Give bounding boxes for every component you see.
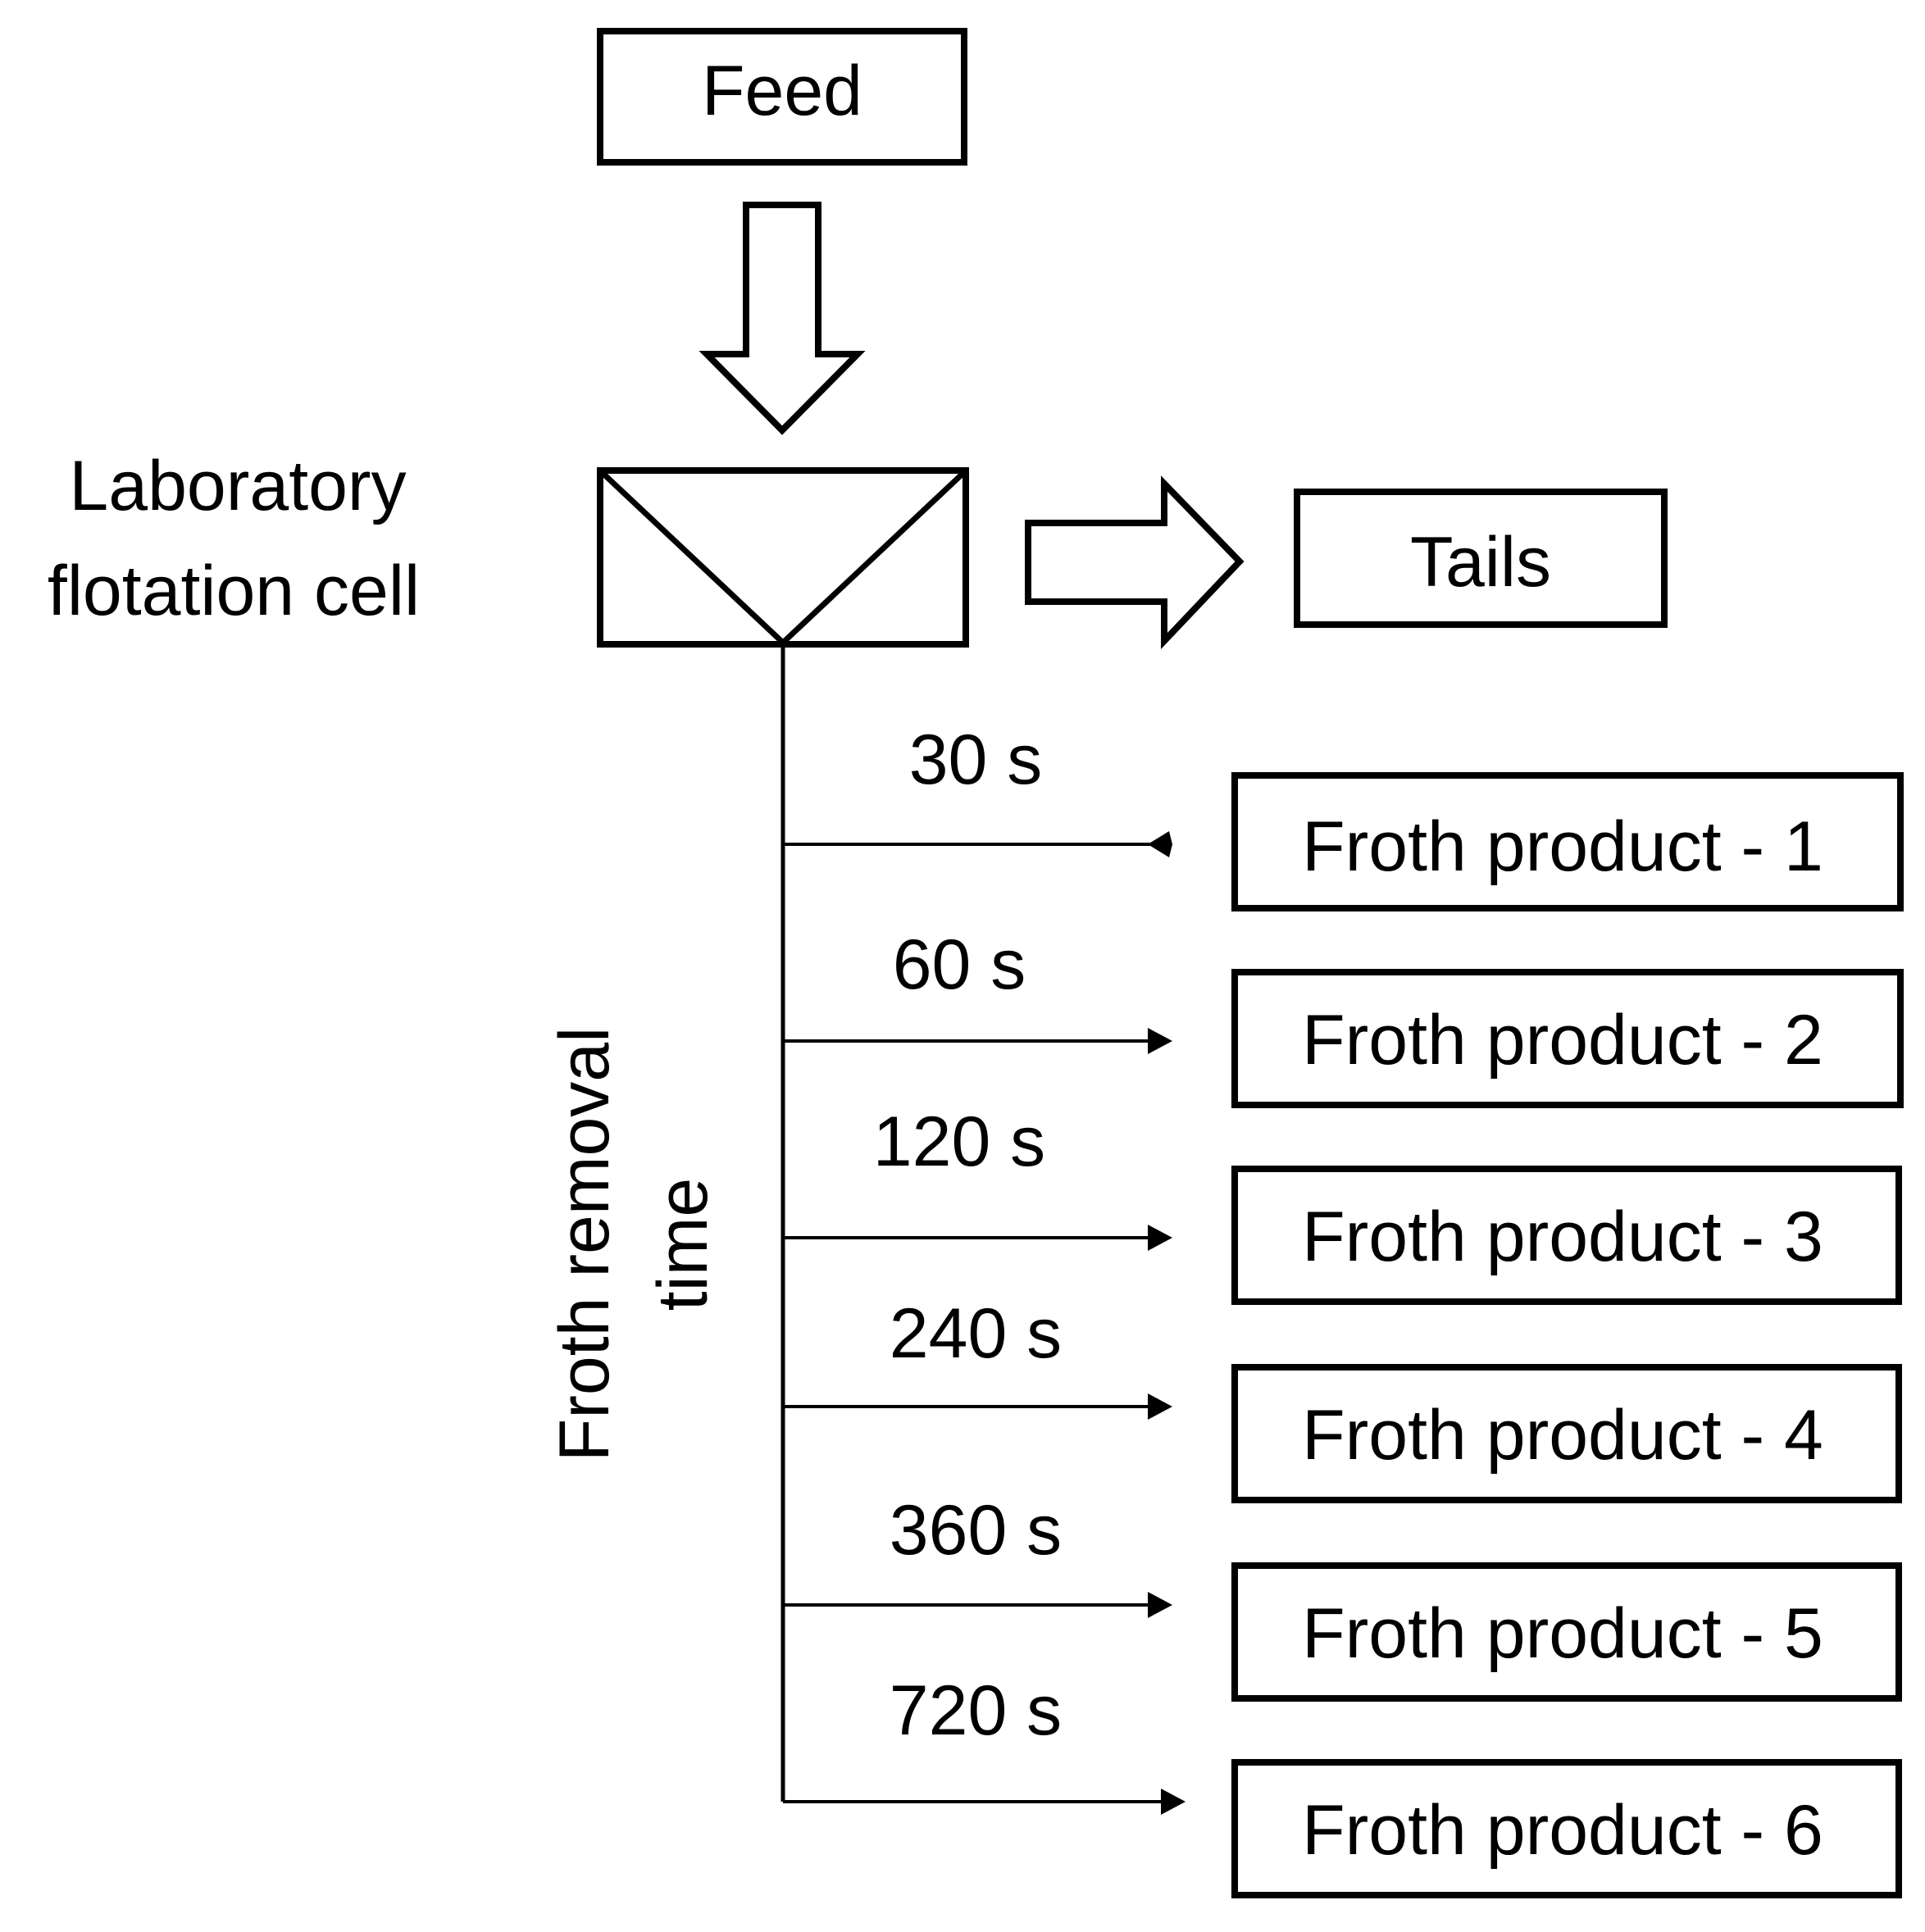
arrowhead-icon: [1148, 1225, 1172, 1251]
froth-removal-time-label: Froth removal time: [545, 1027, 722, 1462]
feed-down-arrow-icon: [699, 202, 866, 435]
tails-node: Tails: [1294, 489, 1668, 628]
step-time-label: 120 s: [873, 1102, 1045, 1181]
tails-right-arrow-icon: [1025, 475, 1245, 650]
froth-product-box: [1231, 1562, 1902, 1702]
step-6: 720 s Froth product - 6: [783, 1671, 1902, 1898]
cell-label-line2: flotation cell: [48, 552, 420, 630]
arrowhead-icon: [1161, 1789, 1185, 1815]
froth-product-box: [1231, 1166, 1902, 1305]
step-1: 30 s Froth product - 1: [783, 721, 1904, 911]
arrowhead-icon: [1148, 1592, 1172, 1618]
arrowhead-icon: [1148, 1393, 1172, 1420]
tails-box: [1294, 489, 1668, 628]
froth-product-label: Froth product - 1: [1302, 807, 1823, 886]
flotation-cell-box: [597, 467, 969, 648]
cell-diagonal-left: [601, 471, 785, 645]
axis-label-line1: Froth removal: [545, 1027, 624, 1462]
cell-diagonal-right: [780, 471, 965, 645]
step-4: 240 s Froth product - 4: [783, 1294, 1902, 1503]
step-5: 360 s Froth product - 5: [783, 1491, 1902, 1702]
step-time-label: 240 s: [890, 1294, 1062, 1373]
froth-product-label: Froth product - 5: [1302, 1594, 1823, 1673]
froth-product-box: [1231, 1364, 1902, 1503]
axis-label-line2: time: [644, 1178, 722, 1311]
step-time-label: 30 s: [909, 721, 1043, 799]
step-time-label: 360 s: [890, 1491, 1062, 1570]
feed-label: Feed: [702, 52, 862, 130]
froth-product-label: Froth product - 2: [1302, 1001, 1823, 1080]
feed-box: [597, 28, 967, 166]
froth-product-box: [1231, 772, 1904, 911]
step-3: 120 s Froth product - 3: [783, 1102, 1902, 1305]
feed-node: Feed: [597, 28, 967, 166]
step-time-label: 60 s: [893, 925, 1026, 1004]
step-2: 60 s Froth product - 2: [783, 925, 1904, 1108]
arrowhead-icon: [1148, 1028, 1172, 1054]
froth-product-box: [1231, 1759, 1902, 1898]
froth-product-label: Froth product - 6: [1302, 1791, 1823, 1870]
froth-product-label: Froth product - 3: [1302, 1198, 1823, 1276]
flotation-cell: [597, 467, 969, 648]
froth-product-box: [1231, 969, 1904, 1108]
arrowhead-icon: [1148, 831, 1172, 857]
cell-label-line1: Laboratory: [69, 447, 406, 525]
froth-product-label: Froth product - 4: [1302, 1396, 1823, 1475]
tails-label: Tails: [1410, 523, 1551, 602]
step-time-label: 720 s: [890, 1671, 1062, 1750]
